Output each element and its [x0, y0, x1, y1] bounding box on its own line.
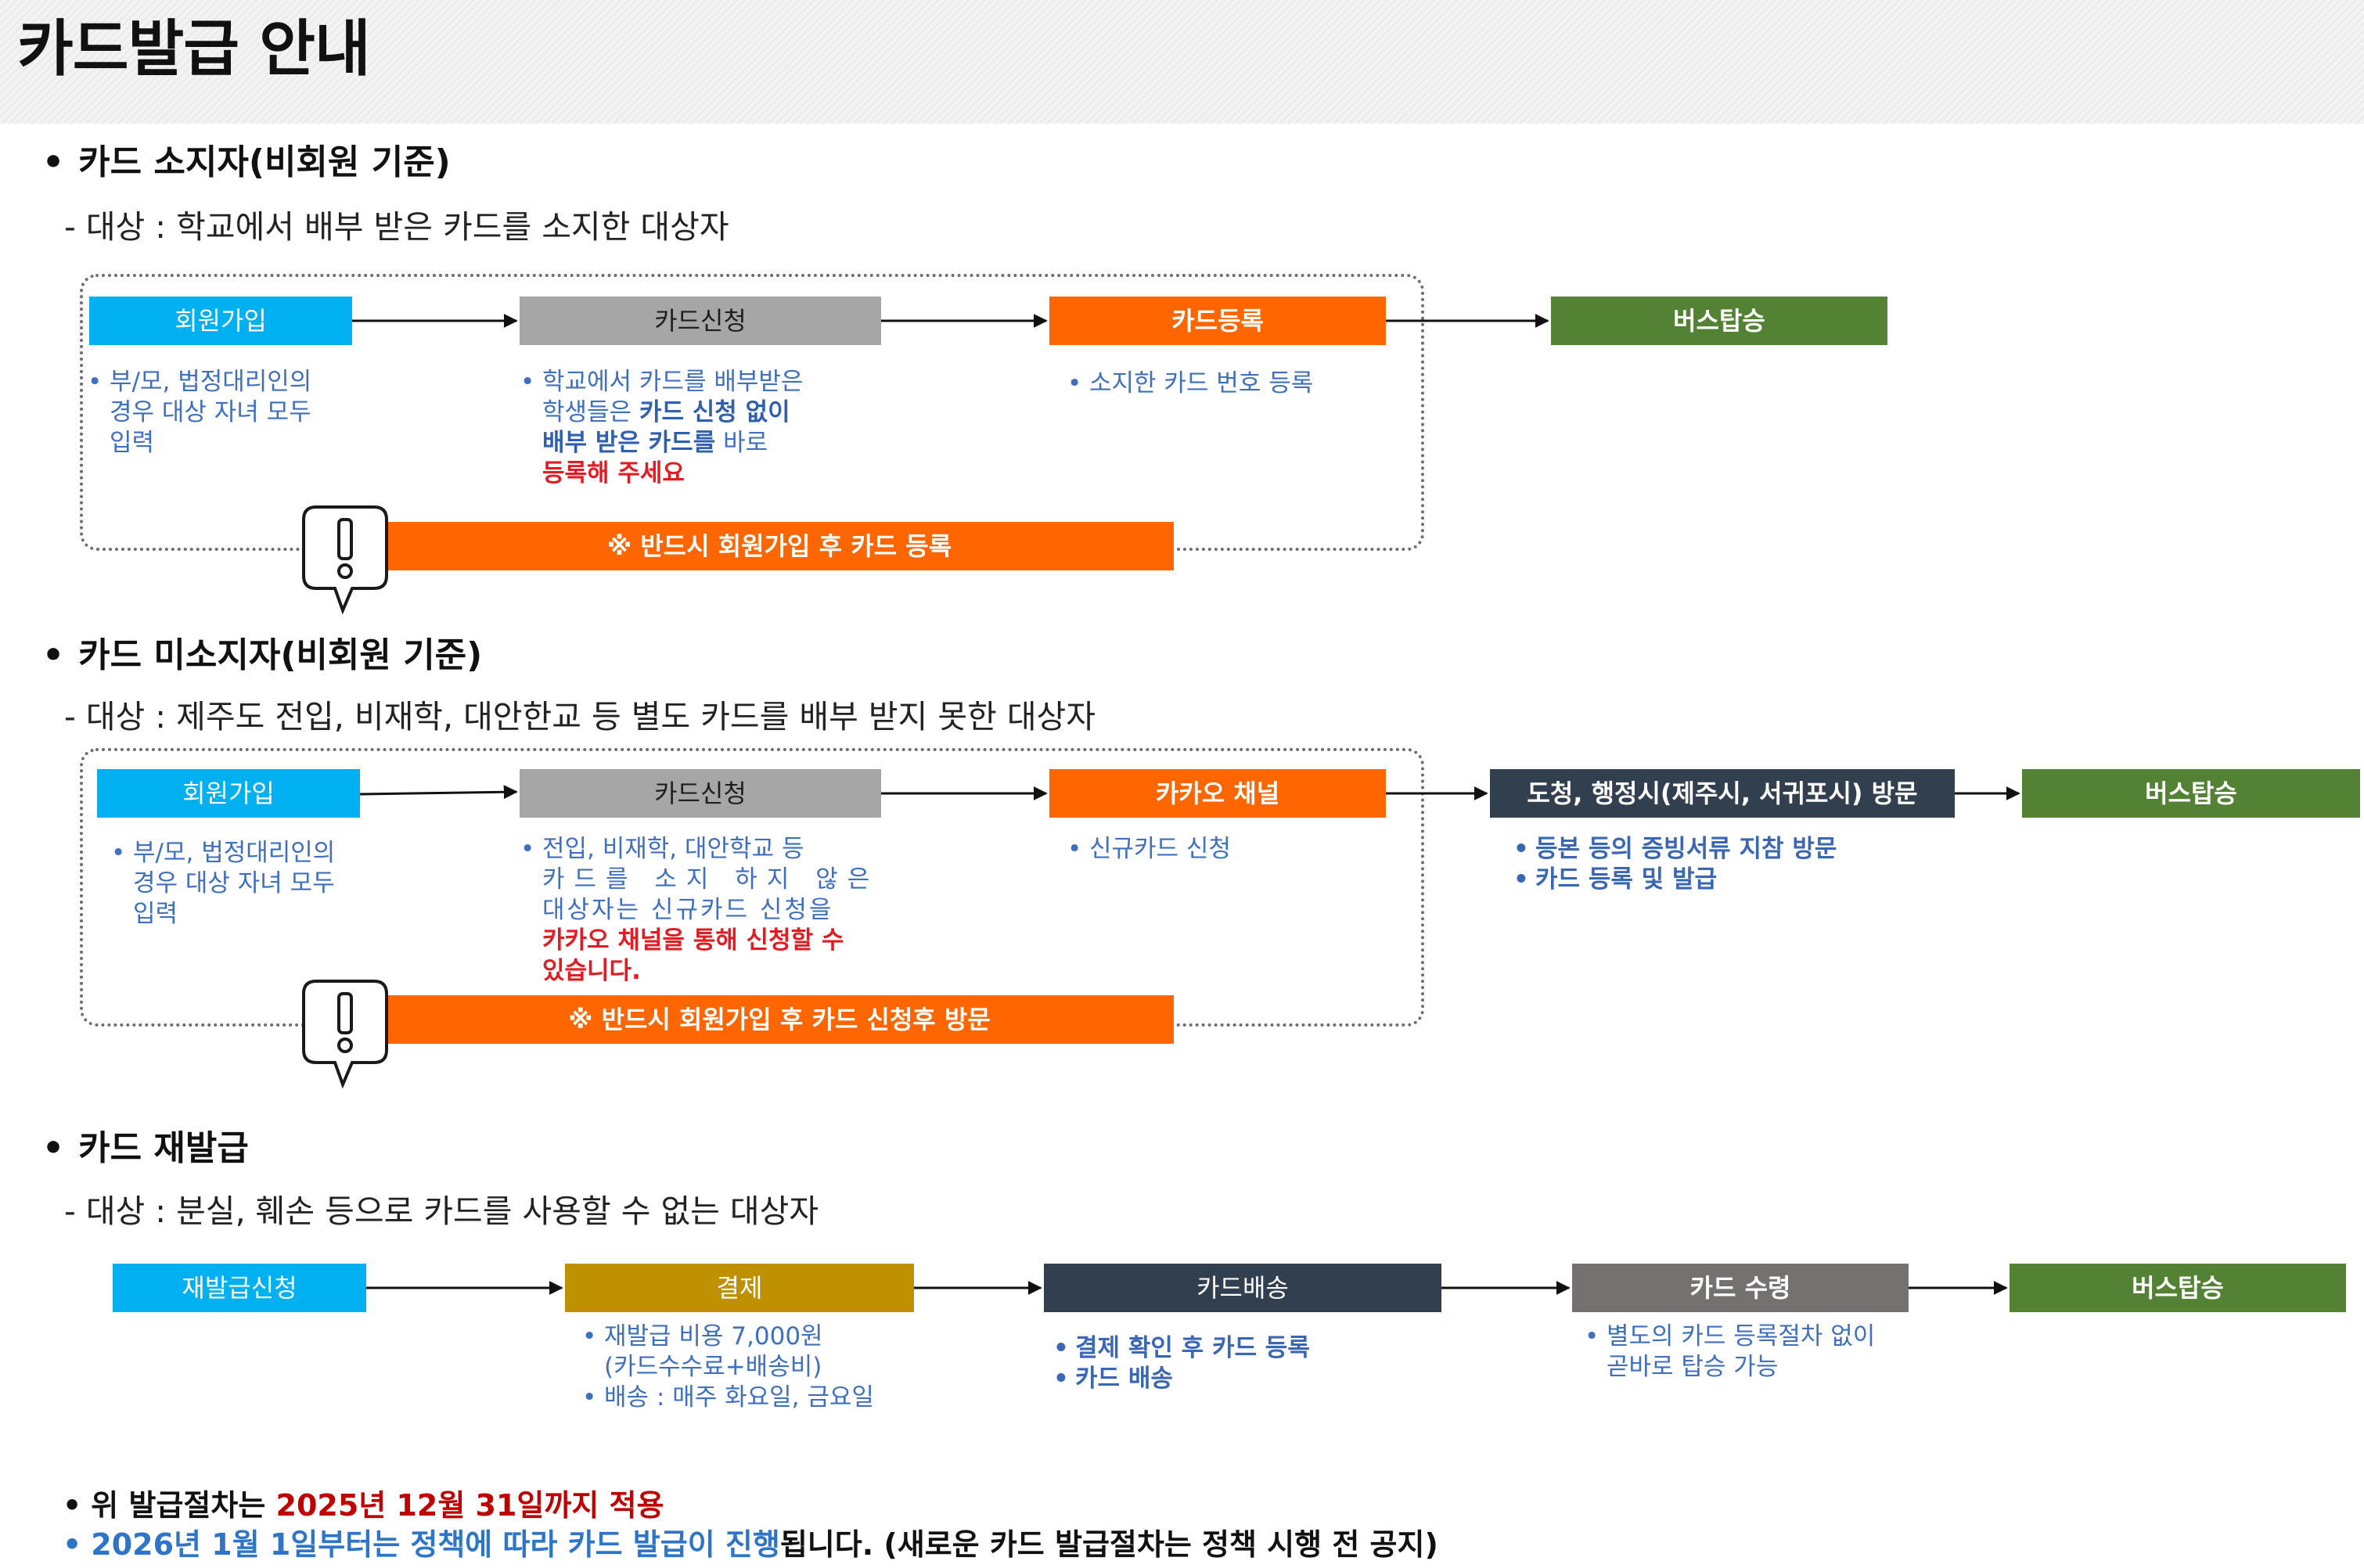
section3-payment-notes: 재발급 비용 7,000원(카드수수료+배송비) 배송 : 매주 화요일, 금요… [582, 1322, 934, 1413]
arrow [359, 785, 518, 800]
section1-target: - 대상 : 학교에서 배부 받은 카드를 소지한 대상자 [64, 208, 729, 246]
section2-visit-notes: 등본 등의 증빙서류 지참 방문 카드 등록 및 발급 [1513, 834, 1920, 895]
page-title: 카드발급 안내 [17, 14, 371, 85]
section3-delivery-notes: 결제 확인 후 카드 등록 카드 배송 [1053, 1333, 1405, 1394]
step-bus-boarding: 버스탑승 [2010, 1264, 2346, 1312]
step-bus-boarding: 버스탑승 [1551, 297, 1887, 345]
step-bus-boarding: 버스탑승 [2022, 769, 2360, 818]
step-card-receipt: 카드 수령 [1572, 1264, 1909, 1312]
step-kakao-channel: 카카오 채널 [1049, 769, 1386, 818]
section2-kakao-notes: 신규카드 신청 [1067, 834, 1419, 865]
step-payment: 결제 [565, 1264, 914, 1312]
section2-heading: •카드 미소지자(비회원 기준) [42, 635, 483, 675]
section3-heading: •카드 재발급 [42, 1128, 249, 1168]
exclamation-speech-bubble-icon [302, 505, 388, 615]
step-card-register: 카드등록 [1049, 297, 1386, 345]
title-band [0, 0, 2364, 124]
section2-warning-banner: ※ 반드시 회원가입 후 카드 신청후 방문 [385, 995, 1174, 1044]
section1-heading: •카드 소지자(비회원 기준) [42, 142, 451, 182]
step-signup: 회원가입 [89, 297, 352, 345]
section1-warning-banner: ※ 반드시 회원가입 후 카드 등록 [385, 522, 1174, 570]
section2-target: - 대상 : 제주도 전입, 비재학, 대안한교 등 별도 카드를 배부 받지 … [64, 698, 1096, 735]
section1-apply-notes: 학교에서 카드를 배부받은 학생들은 카드 신청 없이 배부 받은 카드를 바로… [520, 367, 873, 489]
section3-target: - 대상 : 분실, 훼손 등으로 카드를 사용할 수 없는 대상자 [64, 1192, 819, 1230]
step-card-apply: 카드신청 [520, 297, 881, 345]
section1-register-notes: 소지한 카드 번호 등록 [1067, 369, 1419, 399]
step-signup: 회원가입 [97, 769, 360, 818]
step-card-delivery: 카드배송 [1044, 1264, 1441, 1312]
footer-line1: •위 발급절차는 2025년 12월 31일까지 적용 [63, 1488, 664, 1523]
section2-apply-notes: 전입, 비재학, 대안학교 등 카드를 소지 하지 않은 대상자는 신규카드 신… [520, 834, 882, 987]
exclamation-speech-bubble-icon [302, 980, 388, 1089]
step-card-apply: 카드신청 [520, 769, 881, 818]
step-reissue-apply: 재발급신청 [113, 1264, 366, 1312]
step-office-visit: 도청, 행정시(제주시, 서귀포시) 방문 [1490, 769, 1955, 818]
footer-line2: •2026년 1월 1일부터는 정책에 따라 카드 발급이 진행됩니다. (새로… [63, 1527, 1438, 1562]
